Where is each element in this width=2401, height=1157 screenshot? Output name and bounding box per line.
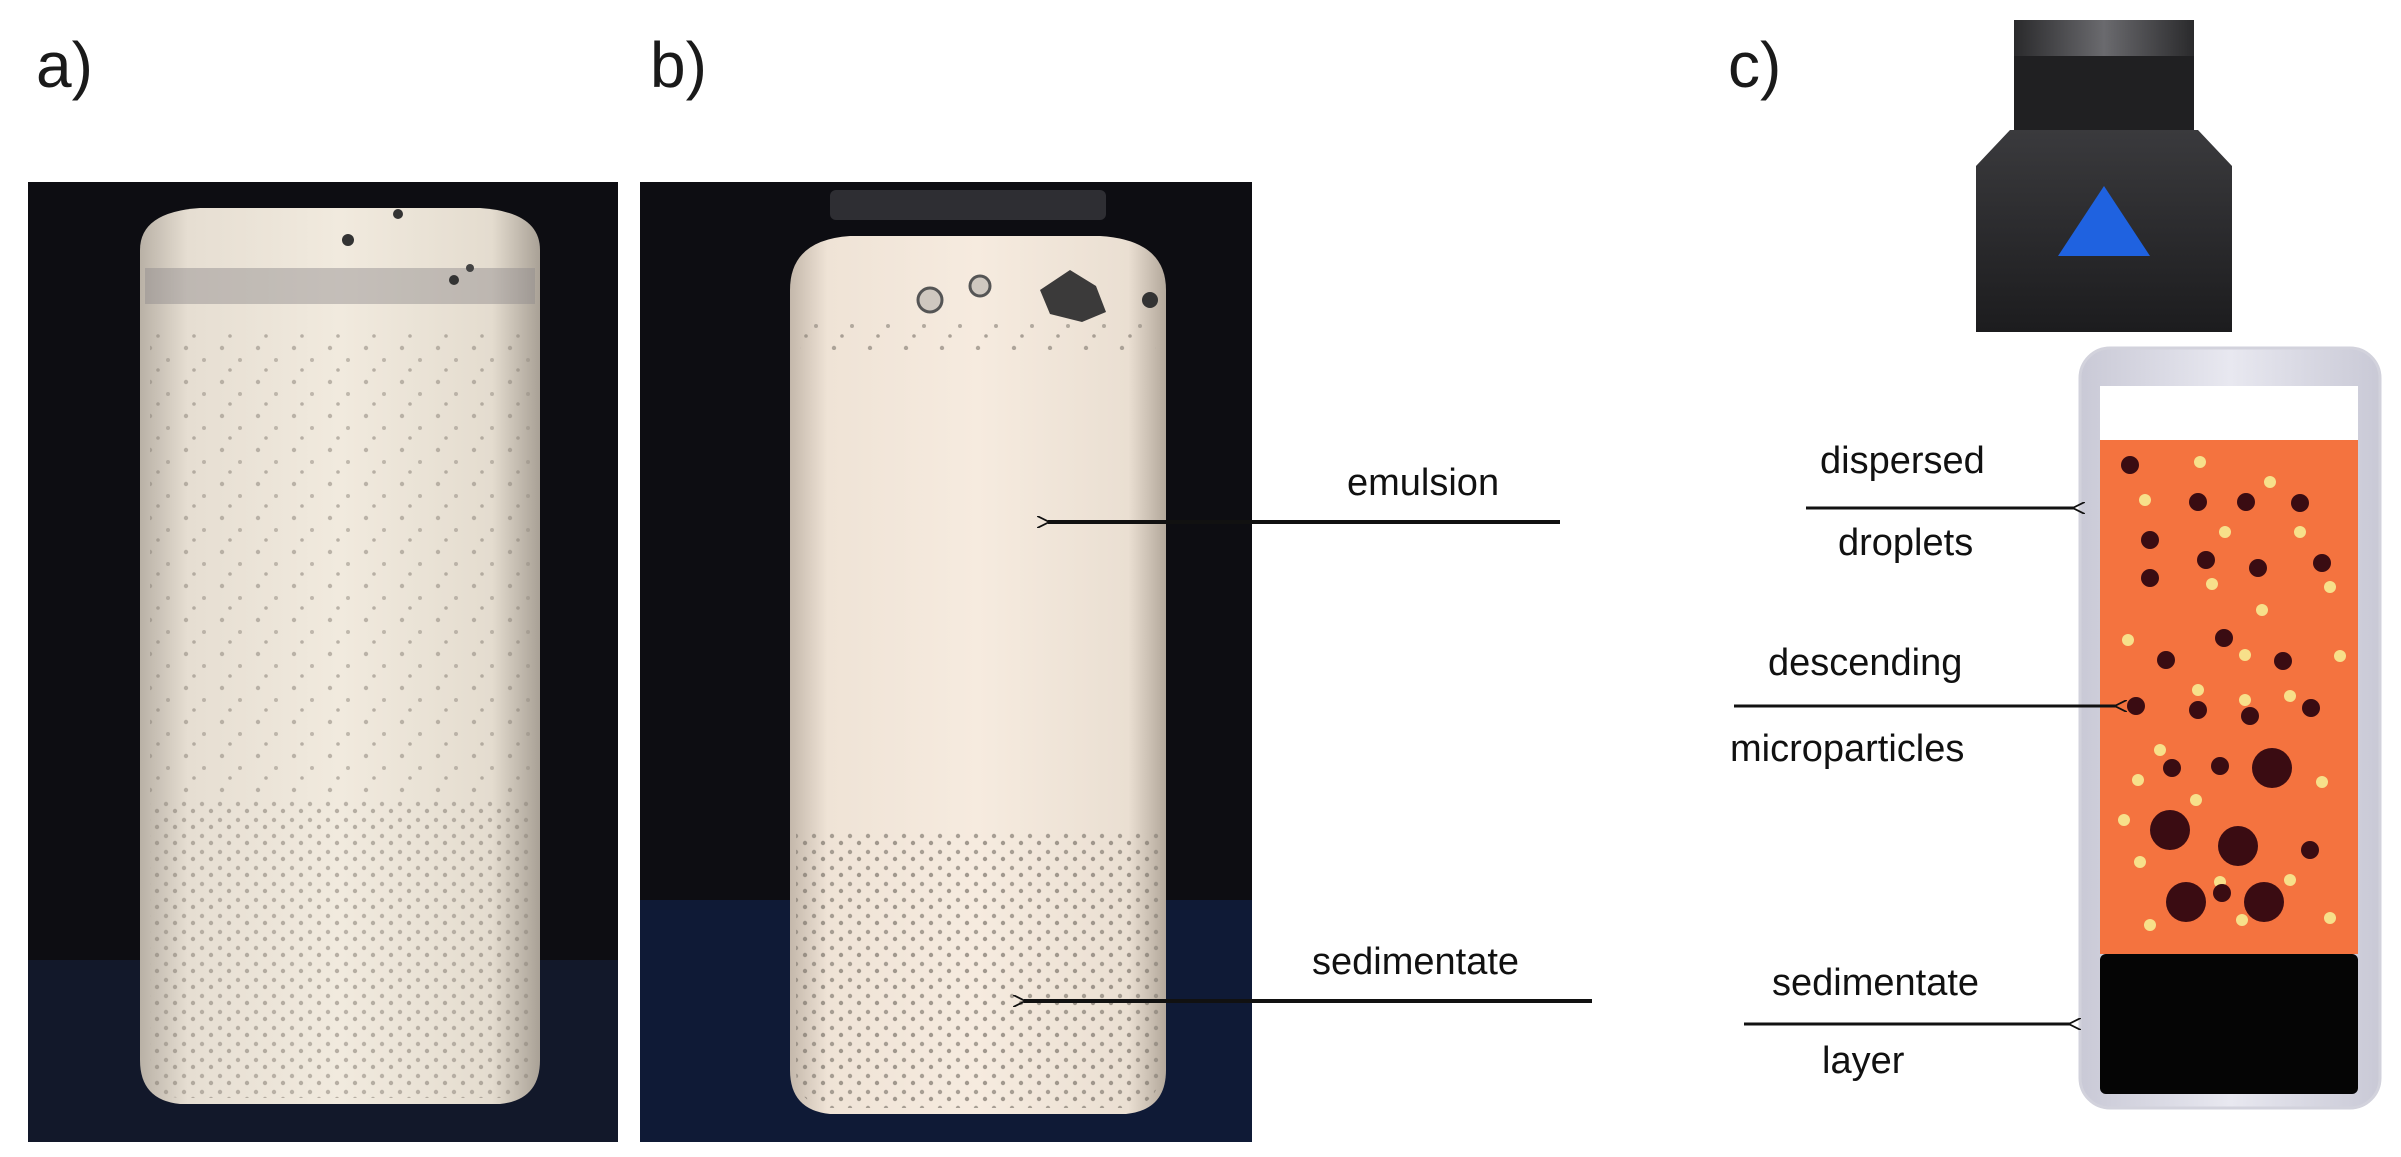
microparticle-dot	[2141, 569, 2159, 587]
droplet-dot	[2122, 634, 2134, 646]
panel-label-b: b)	[650, 29, 707, 101]
vial-sediment	[2100, 954, 2358, 1094]
droplet-dot	[2294, 526, 2306, 538]
droplet-dot	[2284, 874, 2296, 886]
microparticle-dot	[2157, 651, 2175, 669]
photo-b-top-bubble	[968, 274, 992, 298]
droplet-dot	[2334, 650, 2346, 662]
panel-label-c: c)	[1728, 29, 1782, 101]
photo-b-cap	[830, 190, 1106, 220]
vial-cap-neck	[2014, 56, 2194, 136]
vial-particles	[2118, 456, 2346, 931]
dispersed-label-line1: dispersed	[1820, 440, 1985, 482]
sediment-layer-label-line2: layer	[1822, 1040, 1905, 1082]
photo-a	[28, 182, 618, 1142]
microparticle-dot	[2197, 551, 2215, 569]
sediment-label: sedimentate	[1312, 941, 1520, 983]
microparticle-dot	[2313, 554, 2331, 572]
photo-b-top-bubble	[1142, 292, 1158, 308]
microparticle-dot	[2150, 810, 2190, 850]
microparticle-dot	[2215, 629, 2233, 647]
microparticle-dot	[2166, 882, 2206, 922]
photo-a-particles-sparse	[150, 330, 530, 800]
emulsion-label: emulsion	[1347, 462, 1500, 504]
microparticle-dot	[2241, 707, 2259, 725]
droplet-dot	[2316, 776, 2328, 788]
dispersed-label-line2: droplets	[1838, 522, 1974, 564]
droplet-dot	[2264, 476, 2276, 488]
droplet-dot	[2190, 794, 2202, 806]
photo-b	[640, 182, 1252, 1142]
microparticle-dot	[2121, 456, 2139, 474]
microparticle-dot	[2302, 699, 2320, 717]
droplet-dot	[2206, 578, 2218, 590]
photo-a-top-particle	[393, 209, 403, 219]
descending-label-line1: descending	[1768, 642, 1963, 684]
microparticle-dot	[2211, 757, 2229, 775]
microparticle-dot	[2141, 531, 2159, 549]
droplet-dot	[2239, 649, 2251, 661]
cap-triangle-icon	[2058, 186, 2150, 256]
panel-label-a: a)	[36, 29, 93, 101]
photo-a-particles-dense	[150, 800, 530, 1098]
photo-b-top-debris	[1040, 270, 1106, 322]
droplet-dot	[2192, 684, 2204, 696]
vial-cap-top	[2014, 20, 2194, 56]
droplet-dot	[2284, 690, 2296, 702]
photo-b-sediment-layer	[796, 830, 1160, 1108]
photo-a-bottle-neck-band	[145, 268, 535, 304]
photo-b-top-particle-band	[800, 318, 1156, 350]
droplet-dot	[2239, 694, 2251, 706]
droplet-dot	[2194, 456, 2206, 468]
microparticle-dot	[2237, 493, 2255, 511]
sediment-layer-label-line1: sedimentate	[1772, 962, 1980, 1004]
microparticle-dot	[2127, 697, 2145, 715]
droplet-dot	[2154, 744, 2166, 756]
photo-a-top-particle	[466, 264, 474, 272]
droplet-dot	[2219, 526, 2231, 538]
vial-headspace	[2100, 386, 2358, 440]
microparticle-dot	[2274, 652, 2292, 670]
droplet-dot	[2132, 774, 2144, 786]
droplet-dot	[2134, 856, 2146, 868]
microparticle-dot	[2189, 701, 2207, 719]
droplet-dot	[2118, 814, 2130, 826]
microparticle-dot	[2252, 748, 2292, 788]
vial-emulsion	[2100, 440, 2358, 954]
droplet-dot	[2139, 494, 2151, 506]
microparticle-dot	[2291, 494, 2309, 512]
droplet-dot	[2324, 912, 2336, 924]
droplet-dot	[2256, 604, 2268, 616]
droplet-dot	[2236, 914, 2248, 926]
microparticle-dot	[2189, 493, 2207, 511]
microparticle-dot	[2249, 559, 2267, 577]
photo-a-top-particle	[449, 275, 459, 285]
photo-a-top-particle	[342, 234, 354, 246]
photo-b-top-bubble	[916, 286, 944, 314]
microparticle-dot	[2244, 882, 2284, 922]
droplet-dot	[2324, 581, 2336, 593]
droplet-dot	[2144, 919, 2156, 931]
microparticle-dot	[2213, 884, 2231, 902]
microparticle-dot	[2163, 759, 2181, 777]
microparticle-dot	[2218, 826, 2258, 866]
microparticle-dot	[2301, 841, 2319, 859]
descending-label-line2: microparticles	[1730, 728, 1965, 770]
